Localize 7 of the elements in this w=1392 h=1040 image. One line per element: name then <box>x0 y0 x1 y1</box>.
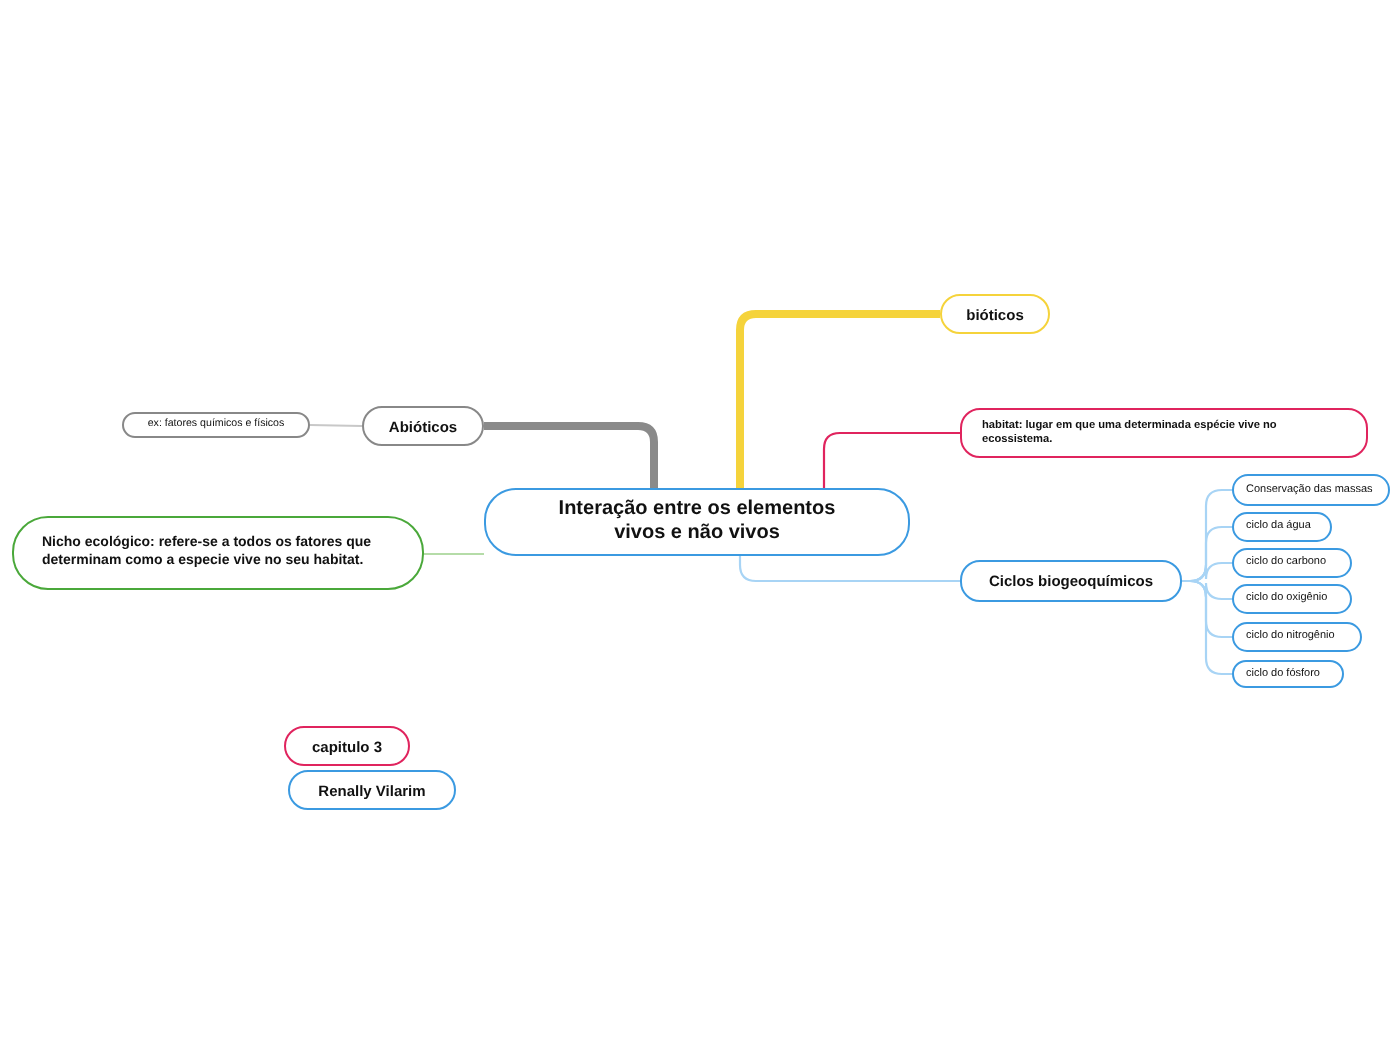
central-topic: Interação entre os elementos vivos e não vivos <box>484 488 910 556</box>
connector-line <box>309 423 363 428</box>
connector-line <box>484 422 658 488</box>
connector-line <box>424 552 484 556</box>
connector-line <box>822 431 960 488</box>
connector-line <box>736 310 940 488</box>
connector-line <box>1182 579 1232 676</box>
